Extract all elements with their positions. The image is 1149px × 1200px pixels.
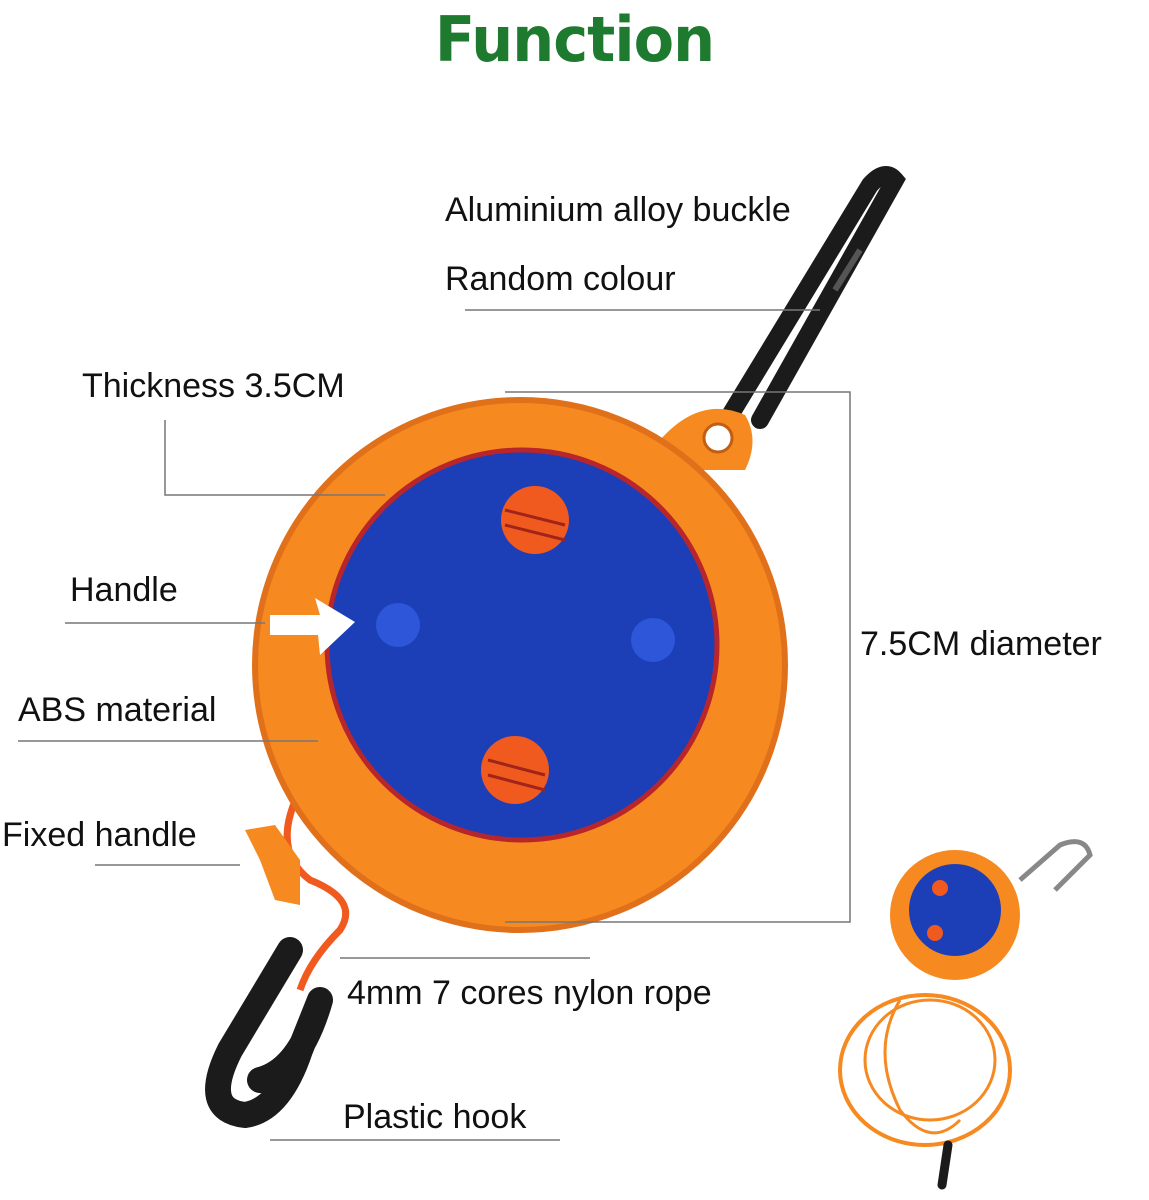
carabiner-icon [706, 166, 906, 449]
handle-knob [376, 603, 420, 647]
label-colour: Random colour [445, 260, 676, 298]
label-hook: Plastic hook [343, 1098, 527, 1136]
label-handle: Handle [70, 571, 178, 609]
label-rope: 4mm 7 cores nylon rope [347, 974, 712, 1012]
inset-thumbnail [838, 839, 1093, 1190]
label-abs: ABS material [18, 691, 217, 729]
blue-disc [327, 450, 717, 840]
plastic-hook-icon [205, 937, 333, 1128]
arrow-icon [270, 598, 355, 655]
label-buckle: Aluminium alloy buckle [445, 191, 791, 229]
label-thickness: Thickness 3.5CM [82, 367, 345, 405]
label-fixed-handle: Fixed handle [2, 816, 197, 854]
fixed-handle [245, 825, 300, 905]
label-diameter: 7.5CM diameter [860, 625, 1102, 663]
page-title: Function [434, 3, 715, 76]
